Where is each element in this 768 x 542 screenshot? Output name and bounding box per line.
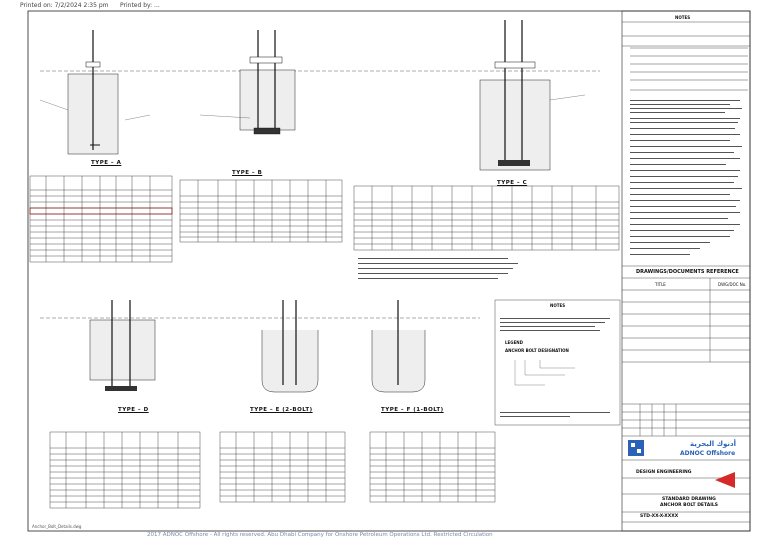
footer-copyright: 2017 ADNOC Offshore - All rights reserve… [147,532,493,538]
legend-notes-title: NOTES [550,303,566,308]
drawings-reference-title: DRAWINGS/DOCUMENTS REFERENCE [636,269,739,275]
type-c-detail [479,20,586,171]
bottom-left-file: Anchor_Bolt_Details.dwg [32,524,82,529]
type-b-label: TYPE – B [232,170,263,176]
sheet-title-2: ANCHOR BOLT DETAILS [660,503,718,508]
company-english: ADNOC Offshore [680,450,736,457]
department: DESIGN ENGINEERING [636,470,692,475]
legend-title: LEGEND [505,340,523,345]
company-arabic: أدنوك البحرية [690,440,737,448]
type-e-label: TYPE – E (2-BOLT) [250,407,313,413]
type-a-detail [39,30,151,155]
sheet-title-1: STANDARD DRAWING [662,497,716,502]
type-b-detail [199,30,296,135]
type-f-label: TYPE – F (1-BOLT) [381,407,444,413]
brand-flame-icon [715,472,735,488]
adnoc-logo-icon [628,440,644,456]
printed-by: Printed by: ... [120,2,160,9]
type-c-label: TYPE – C [497,180,528,186]
type-e-detail [261,300,319,393]
type-d-label: TYPE – D [118,407,149,413]
type-f-detail [371,300,426,393]
type-d-detail [89,300,156,391]
type-a-label: TYPE – A [91,160,122,166]
col-dwg: DWG/DOC No. [718,282,747,287]
col-title: TITLE [655,282,666,287]
anchor-bolt-designation: ANCHOR BOLT DESIGNATION [505,348,569,353]
notes-title: NOTES [675,15,691,20]
drawing-number: STD-XX-X-XXXX [640,514,679,519]
printed-on: Printed on: 7/2/2024 2:35 pm [20,2,109,9]
